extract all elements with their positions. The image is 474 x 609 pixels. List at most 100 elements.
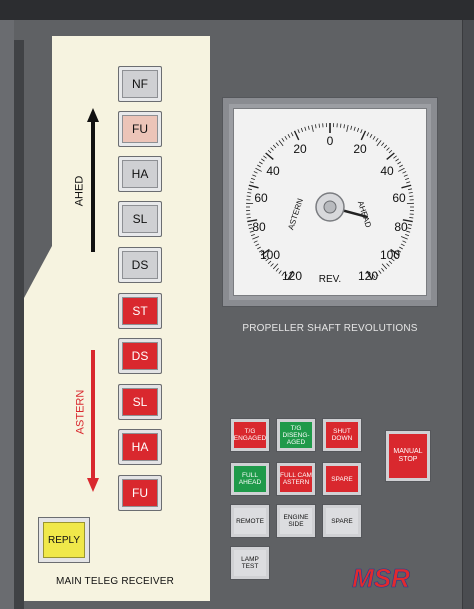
lamp-test-button[interactable]: LAMP TEST xyxy=(230,546,270,580)
telegraph-button-ha-astern[interactable]: HA xyxy=(118,429,162,465)
spare-button-2[interactable]: SPARE xyxy=(322,504,362,538)
gauge-right-20: 20 xyxy=(353,142,367,156)
gauge-zero-label: 0 xyxy=(327,134,334,148)
spare-button-1[interactable]: SPARE xyxy=(322,462,362,496)
top-bar xyxy=(0,0,474,20)
gauge-tick xyxy=(272,144,277,149)
gauge-tick xyxy=(293,130,300,141)
gauge-tick xyxy=(360,130,367,141)
gauge-tick xyxy=(386,152,395,160)
spare-label-2: SPARE xyxy=(326,508,358,534)
tg-engaged-label: T/G ENGAGED xyxy=(234,422,266,448)
telegraph-button-ds-astern[interactable]: DS xyxy=(118,338,162,374)
gauge-tick xyxy=(263,155,267,159)
gauge-tick xyxy=(275,268,279,272)
gauge-tick xyxy=(247,223,252,226)
gauge-tick xyxy=(253,171,258,174)
gauge-tick xyxy=(287,134,291,138)
gauge-tick xyxy=(247,188,252,191)
gauge-tick xyxy=(270,263,274,267)
gauge-tick xyxy=(300,127,304,132)
gauge-right-120: 120 xyxy=(358,269,378,283)
gauge-caption: PROPELLER SHAFT REVOLUTIONS xyxy=(242,323,418,334)
remote-button[interactable]: REMOTE xyxy=(230,504,270,538)
gauge-tick xyxy=(409,217,414,219)
gauge-tick xyxy=(255,243,260,247)
gauge-tick xyxy=(284,274,288,279)
telegraph-button-fu-astern[interactable]: FU xyxy=(118,475,162,511)
gauge-tick xyxy=(246,195,251,197)
gauge-tick xyxy=(397,161,402,165)
gauge-tick xyxy=(248,184,259,189)
gauge-tick xyxy=(343,124,345,129)
gauge-tick xyxy=(402,219,413,223)
gauge-tick xyxy=(408,223,413,226)
gauge-tick xyxy=(249,181,254,184)
gauge-left-120: 120 xyxy=(282,269,302,283)
gauge-hub-center xyxy=(323,200,337,214)
gauge-tick xyxy=(278,270,282,274)
manual-stop-button[interactable]: MANUAL STOP xyxy=(385,430,431,482)
reply-button[interactable]: REPLY xyxy=(38,517,90,563)
gauge-tick xyxy=(249,230,254,233)
gauge-tick xyxy=(372,274,376,279)
shut-down-button[interactable]: SHUT DOWN xyxy=(322,418,362,452)
gauge-tick xyxy=(378,270,382,274)
gauge-tick xyxy=(281,137,285,142)
gauge-tick xyxy=(375,137,379,142)
gauge-tick xyxy=(393,255,397,259)
engine-side-button[interactable]: ENGINE SIDE xyxy=(276,504,316,538)
gauge-tick xyxy=(270,147,274,151)
gauge-tick xyxy=(399,246,403,250)
msr-logo-text: MSR xyxy=(352,563,410,593)
gauge-tick xyxy=(275,142,279,146)
gauge-tick xyxy=(284,135,288,140)
gauge-tick xyxy=(346,124,349,132)
telegraph-button-ds-ahead[interactable]: DS xyxy=(118,247,162,283)
gauge-right-40: 40 xyxy=(380,164,394,178)
gauge-tick xyxy=(390,248,400,256)
gauge-tick xyxy=(372,135,376,140)
telegraph-button-ha-ahead[interactable]: HA xyxy=(118,156,162,192)
tg-engaged-button[interactable]: T/G ENGAGED xyxy=(230,418,270,452)
gauge-tick xyxy=(409,195,414,197)
astern-arrow xyxy=(87,350,99,492)
gauge-tick xyxy=(287,270,294,281)
gauge-tick xyxy=(350,125,353,130)
gauge-tick xyxy=(272,263,279,270)
gauge-tick xyxy=(381,268,385,272)
gauge-tick xyxy=(260,158,265,162)
left-edge-panel xyxy=(0,20,14,609)
gauge-tick xyxy=(304,126,307,131)
telegraph-button-sl-ahead[interactable]: SL xyxy=(118,201,162,237)
gauge-tick xyxy=(318,123,320,128)
gauge-tick xyxy=(265,152,274,160)
gauge-tick xyxy=(403,174,408,177)
gauge-tick xyxy=(340,123,342,128)
remote-label: REMOTE xyxy=(234,508,266,534)
telegraph-button-sl-astern[interactable]: SL xyxy=(118,384,162,420)
gauge-tick xyxy=(406,181,411,184)
gauge-tick xyxy=(356,127,360,132)
panel-shadow xyxy=(24,36,52,298)
spare-label-1: SPARE xyxy=(326,466,358,492)
telegraph-button-st[interactable]: ST xyxy=(118,293,162,329)
gauge-tick xyxy=(388,149,393,154)
telegraph-button-nf[interactable]: NF xyxy=(118,66,162,102)
full-cam-astern-button[interactable]: FULL CAM ASTERN xyxy=(276,462,316,496)
gauge-tick xyxy=(383,144,388,149)
gauge-tick xyxy=(393,155,397,159)
gauge-tick xyxy=(391,258,395,262)
tg-disengaged-button[interactable]: T/G DISENG-AGED xyxy=(276,418,316,452)
ahead-arrow xyxy=(87,108,99,252)
gauge-tick xyxy=(381,263,388,270)
gauge-tick xyxy=(375,272,379,277)
telegraph-button-fu-ahead[interactable]: FU xyxy=(118,111,162,147)
full-ahead-button[interactable]: FULL AHEAD xyxy=(230,462,270,496)
gauge-tick xyxy=(408,188,413,191)
gauge-tick xyxy=(398,167,405,172)
gauge-tick xyxy=(252,236,260,240)
astern-label: ASTERN xyxy=(74,389,87,435)
reply-button-label: REPLY xyxy=(43,522,85,558)
shut-down-label: SHUT DOWN xyxy=(326,422,358,448)
